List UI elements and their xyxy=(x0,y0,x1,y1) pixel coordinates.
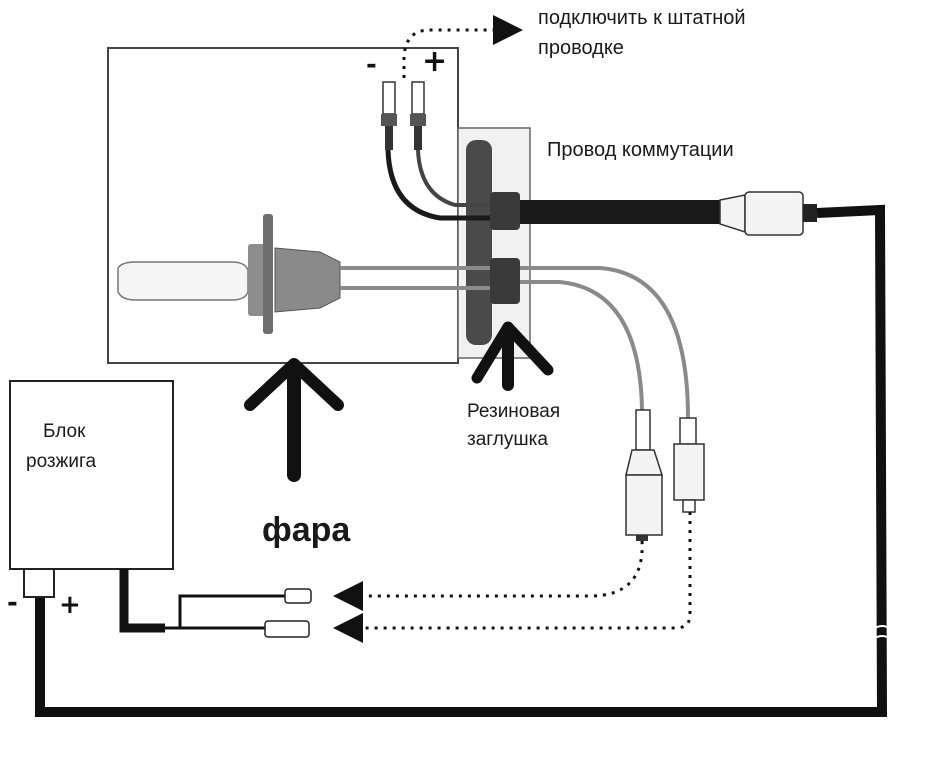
ballast-plus-sign: + xyxy=(59,590,81,620)
ignition-unit-label-1: Блок xyxy=(43,421,86,442)
headlight-arrow xyxy=(244,358,344,482)
terminal-lower xyxy=(264,620,310,638)
ballast-terminal-minus xyxy=(23,568,55,598)
hv-wire-2 xyxy=(520,266,690,419)
rubber-plug-body xyxy=(466,140,492,345)
connect-to-wiring-label-1: подключить к штатной xyxy=(538,7,746,29)
rubber-plug-label-1: Резиновая xyxy=(467,401,561,422)
switch-cable xyxy=(520,200,720,224)
ballast-wire-thick xyxy=(119,569,165,633)
switch-wire-label: Провод коммутации xyxy=(547,139,734,161)
ballast-minus-sign: - xyxy=(7,588,18,618)
rubber-plug-label-2: заглушка xyxy=(467,429,548,450)
top-plus-sign: + xyxy=(422,44,448,79)
power-cable-mark xyxy=(871,625,893,641)
dotted-wire-upper xyxy=(333,540,644,611)
switch-wire-minus xyxy=(385,149,490,221)
headlight-housing xyxy=(107,47,459,364)
xenon-bulb xyxy=(117,214,341,334)
oem-dotted-wire xyxy=(402,15,523,78)
switch-wire-plus xyxy=(416,149,490,207)
ballast-box xyxy=(9,380,174,570)
hv-connector-left xyxy=(625,409,664,541)
rubber-plug-grommet-bottom xyxy=(490,258,520,304)
connect-to-wiring-label-2: проводке xyxy=(538,37,624,59)
switch-cable-connector xyxy=(719,191,817,236)
terminal-upper xyxy=(284,588,312,604)
rubber-plug-arrow xyxy=(471,321,554,391)
power-cable xyxy=(35,204,888,717)
ignition-unit-label-2: розжига xyxy=(26,451,97,472)
rubber-plug-grommet-top xyxy=(490,192,520,230)
top-minus-sign: - xyxy=(366,50,377,80)
headlight-label: фара xyxy=(262,511,351,549)
ballast-wire-upper xyxy=(165,594,285,630)
oem-connectors xyxy=(381,81,426,150)
hv-wire-1 xyxy=(520,280,644,411)
hv-connector-right xyxy=(673,417,705,513)
